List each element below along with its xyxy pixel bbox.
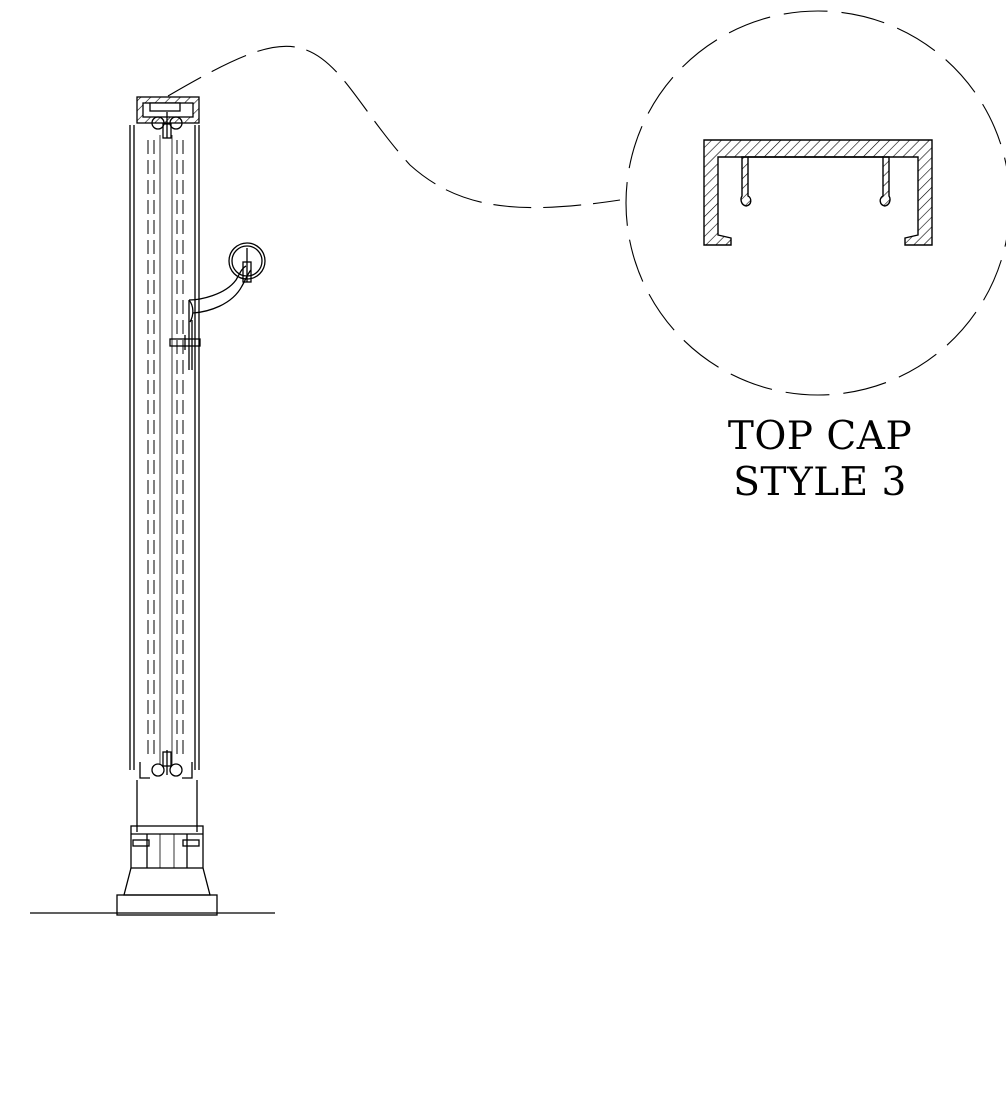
bottom-fittings (139, 750, 193, 779)
sign-bracket (169, 242, 266, 370)
top-cap-section (703, 139, 933, 246)
detail-title-line1: TOP CAP (727, 414, 913, 459)
detail-leader (167, 45, 621, 209)
detail-title-line2: STYLE 3 (733, 460, 907, 505)
pole-top-cap (136, 96, 200, 124)
top-fittings (151, 112, 183, 139)
pole-assembly (30, 96, 275, 916)
detail-view (625, 10, 1006, 396)
pole-base (30, 780, 275, 916)
